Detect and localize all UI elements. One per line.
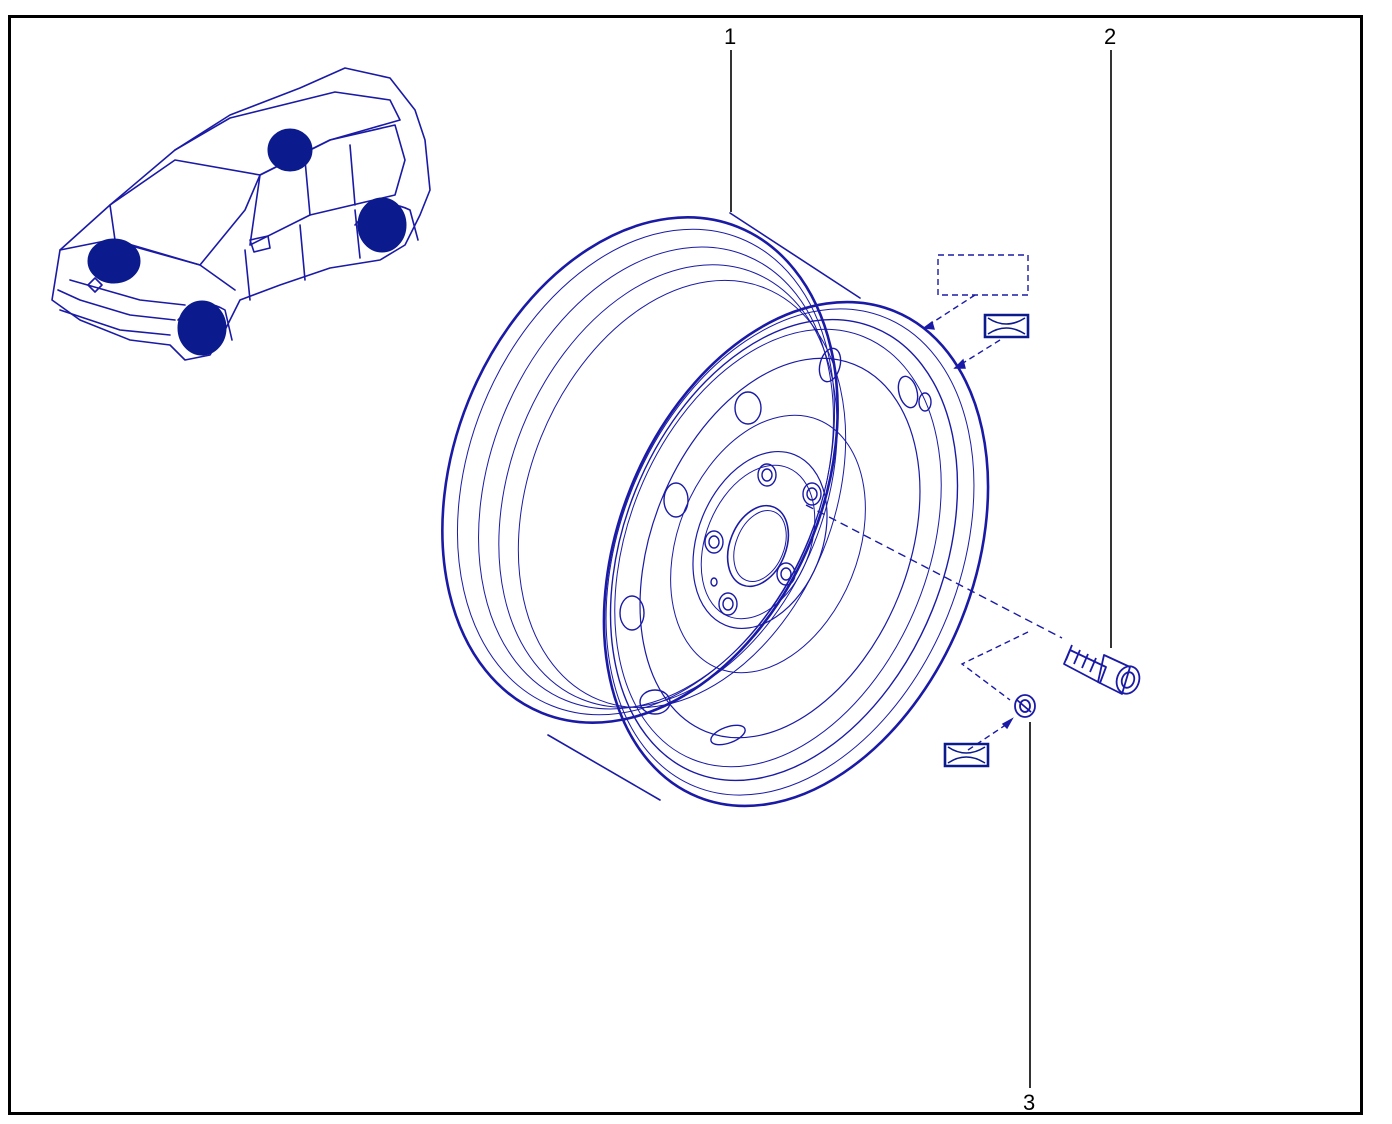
callout-leaders xyxy=(730,50,1112,1088)
valve-part-3 xyxy=(1014,694,1036,718)
symbol-box-bottom xyxy=(943,742,990,768)
reference-dashed-box xyxy=(937,254,1029,296)
vehicle-wheel-highlights xyxy=(87,128,407,356)
diagram-frame xyxy=(8,15,1363,1115)
wheel-bolt-part-2 xyxy=(1063,644,1141,695)
callout-label-1: 1 xyxy=(724,24,737,49)
callout-label-3: 3 xyxy=(1023,1090,1036,1115)
steel-wheel-part-1 xyxy=(441,212,990,808)
callout-label-2: 2 xyxy=(1104,24,1117,49)
symbol-box-top xyxy=(983,313,1030,339)
assembly-guides xyxy=(805,254,1063,751)
